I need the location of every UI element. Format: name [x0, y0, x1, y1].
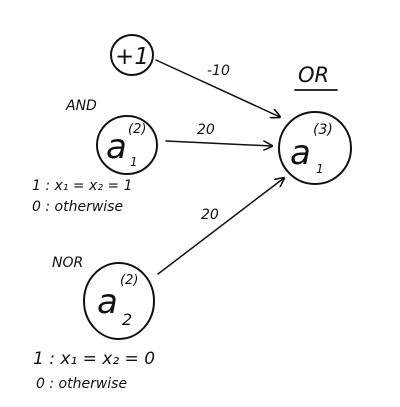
nor-node-subscript: 2	[122, 310, 132, 329]
and-weight-label: 20	[197, 122, 215, 138]
nor-node-superscript: (2)	[120, 273, 138, 288]
and-rule-line-2: 0 : otherwise	[32, 199, 123, 215]
and-node-base: a	[106, 127, 127, 167]
nor-rule-line-2: 0 : otherwise	[36, 376, 127, 392]
or-node-subscript: 1	[316, 162, 324, 176]
or-node-circle	[278, 111, 352, 185]
and-rule-line-1: 1 : x₁ = x₂ = 1	[32, 178, 133, 194]
and-node-superscript: (2)	[128, 122, 146, 137]
bias-node-circle	[110, 34, 154, 76]
and-node-subscript: 1	[130, 155, 138, 169]
or-node-title: OR	[298, 63, 329, 87]
nor-node-circle	[83, 262, 155, 340]
nor-weight-label: 20	[201, 207, 219, 223]
bias-to-or-edge	[155, 59, 280, 117]
and-to-or-edge	[165, 140, 272, 146]
bias-weight-label: -10	[207, 63, 230, 79]
nor-node-title: NOR	[52, 255, 83, 271]
and-node-title: AND	[65, 98, 97, 114]
and-node-circle	[96, 115, 158, 175]
or-node-superscript: (3)	[313, 122, 333, 138]
nor-rule-line-1: 1 : x₁ = x₂ = 0	[33, 349, 155, 369]
nor-node-base: a	[97, 282, 118, 322]
or-node-base: a	[290, 133, 311, 173]
bias-node-label: +1	[115, 44, 149, 70]
nor-to-or-edge	[157, 178, 284, 275]
